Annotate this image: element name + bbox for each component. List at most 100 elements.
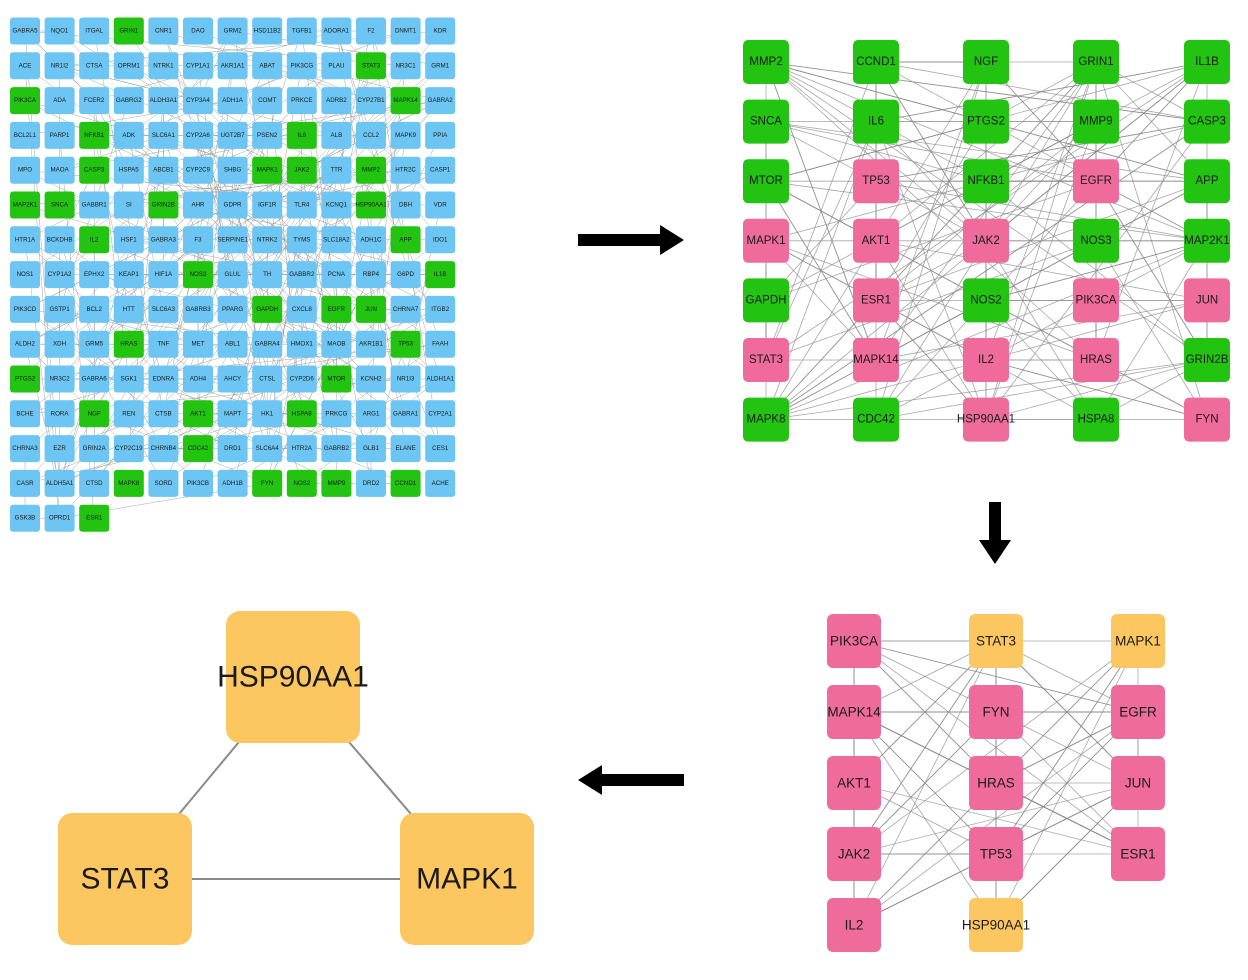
panel1-node-xdh: XDH — [44, 330, 75, 358]
panel2-node-label: MMP9 — [1079, 116, 1112, 128]
panel1-node-kcnh2: KCNH2 — [356, 365, 386, 393]
panel1-node-bcl2l1: BCL2L1 — [10, 121, 40, 149]
panel2-node-pik3ca: PIK3CA — [1073, 278, 1119, 323]
panel1-node-box — [183, 87, 213, 115]
panel1-node-box — [425, 156, 456, 184]
panel1-node-box — [217, 365, 248, 393]
panel1-node-glb1: GLB1 — [356, 435, 386, 463]
panel1-node-label: HSP90AA1 — [355, 202, 387, 209]
panel2-node-label: NOS3 — [1080, 235, 1111, 247]
panel1-node-hif1a: HIF1A — [148, 261, 179, 289]
panel1-node-box — [113, 17, 144, 45]
panel1-node-label: MAOA — [50, 167, 69, 174]
panel1-node-label: PTGS2 — [15, 376, 36, 383]
panel1-node-box — [44, 469, 75, 497]
panel1-node-label: PCNA — [328, 271, 346, 278]
panel2-node-box — [853, 397, 899, 442]
panel1-node-label: KCNQ1 — [326, 202, 348, 209]
panel1-node-hspa5: HSPA5 — [113, 156, 144, 184]
edge-line — [128, 169, 233, 241]
panel1-node-label: HTR1A — [15, 236, 36, 243]
panel1-node-bcl2: BCL2 — [79, 295, 110, 323]
edge-line — [94, 30, 406, 310]
panel1-node-box — [356, 400, 386, 428]
panel1-node-tlr4: TLR4 — [286, 191, 317, 219]
panel1-node-box — [321, 435, 352, 463]
panel1-node-ren: REN — [113, 400, 144, 428]
panel1-node-box — [425, 52, 456, 80]
panel1-node-label: NTRK2 — [257, 236, 278, 243]
panel2-node-label: JAK2 — [972, 235, 1000, 247]
panel3-node-jun: JUN — [1111, 756, 1165, 810]
panel1-node-label: CYP3A4 — [186, 97, 210, 104]
panel1-node-label: CTSL — [259, 376, 275, 383]
panel2-node-nos3: NOS3 — [1073, 218, 1119, 263]
panel1-node-label: F3 — [194, 236, 202, 243]
panel1-node-box — [183, 17, 213, 45]
panel1-node-label: HSF1 — [121, 236, 137, 243]
edge-line — [59, 239, 199, 345]
panel1-node-box — [252, 87, 283, 115]
panel1-node-label: IDO1 — [433, 236, 448, 243]
panel2-node-box — [853, 99, 899, 144]
panel1-node-grin2b: GRIN2B — [148, 191, 179, 219]
panel1-node-gsk3b: GSK3B — [10, 504, 40, 532]
panel1-node-label: EGFR — [328, 306, 346, 313]
panel1-node-label: JUN — [365, 306, 377, 313]
panel1-node-box — [390, 261, 421, 289]
panel2-node-snca: SNCA — [743, 99, 789, 144]
panel2-node-label: MAPK1 — [747, 235, 786, 247]
panel1-node-label: EDNRA — [153, 376, 176, 383]
panel1-node-label: NOS2 — [293, 480, 310, 487]
panel1-node-label: CASP1 — [430, 167, 451, 174]
panel1-node-met: MET — [183, 330, 213, 358]
panel1-node-casp3: CASP3 — [79, 156, 110, 184]
panel1-node-box — [79, 87, 110, 115]
panel1-node-box — [321, 156, 352, 184]
panel1-node-box — [44, 52, 75, 80]
panel3-node-egfr: EGFR — [1111, 685, 1165, 739]
panel2-node-jun: JUN — [1184, 278, 1230, 323]
panel1-node-gdpr: GDPR — [217, 191, 248, 219]
edge-line — [59, 30, 233, 136]
panel1-node-label: GSK3B — [15, 515, 36, 522]
panel1-node-kdr: KDR — [425, 17, 456, 45]
panel2-node-mtor: MTOR — [743, 159, 789, 204]
panel1-node-label: GABRA2 — [428, 97, 454, 104]
panel1-node-sgk1: SGK1 — [113, 365, 144, 393]
panel2-node-box — [743, 278, 789, 323]
panel1-node-gabbr2: GABBR2 — [286, 261, 317, 289]
panel1-node-box — [321, 87, 352, 115]
panel1-node-label: CES1 — [432, 445, 449, 452]
panel1-node-box — [217, 469, 248, 497]
panel1-node-label: GABRA6 — [82, 376, 108, 383]
panel1-node-box — [217, 330, 248, 358]
panel1-node-label: TGFB1 — [292, 28, 312, 35]
panel1-node-label: CCND1 — [395, 480, 417, 487]
panel1-node-label: ABAT — [259, 62, 275, 69]
panel1-node-ahr: AHR — [183, 191, 213, 219]
panel1-node-box — [44, 17, 75, 45]
panel1-node-box — [148, 295, 179, 323]
panel1-node-cyp1a2: CYP1A2 — [44, 261, 75, 289]
panel2-node-label: HSPA8 — [1078, 414, 1115, 426]
panel1-node-abl1: ABL1 — [217, 330, 248, 358]
panel2-node-tp53: TP53 — [853, 159, 899, 204]
panel2-node-box — [1184, 40, 1230, 84]
panel3-node-box — [1111, 756, 1165, 810]
panel1-node-jun: JUN — [356, 295, 386, 323]
panel3-node-label: MAPK14 — [827, 705, 881, 720]
panel1-node-f3: F3 — [183, 226, 213, 254]
panel1-node-box — [183, 261, 213, 289]
panel1-node-box — [252, 191, 283, 219]
panel1-node-cyp2a6: CYP2A6 — [183, 121, 213, 149]
panel1-node-box — [321, 295, 352, 323]
panel1-node-esr1: ESR1 — [79, 504, 110, 532]
panel1-node-label: ADORA1 — [324, 28, 350, 35]
panel1-node-box — [79, 469, 110, 497]
panel1-node-abat: ABAT — [252, 52, 283, 80]
panel1-node-tgfb1: TGFB1 — [286, 17, 317, 45]
panel1-node-box — [390, 87, 421, 115]
panel1-node-box — [113, 261, 144, 289]
